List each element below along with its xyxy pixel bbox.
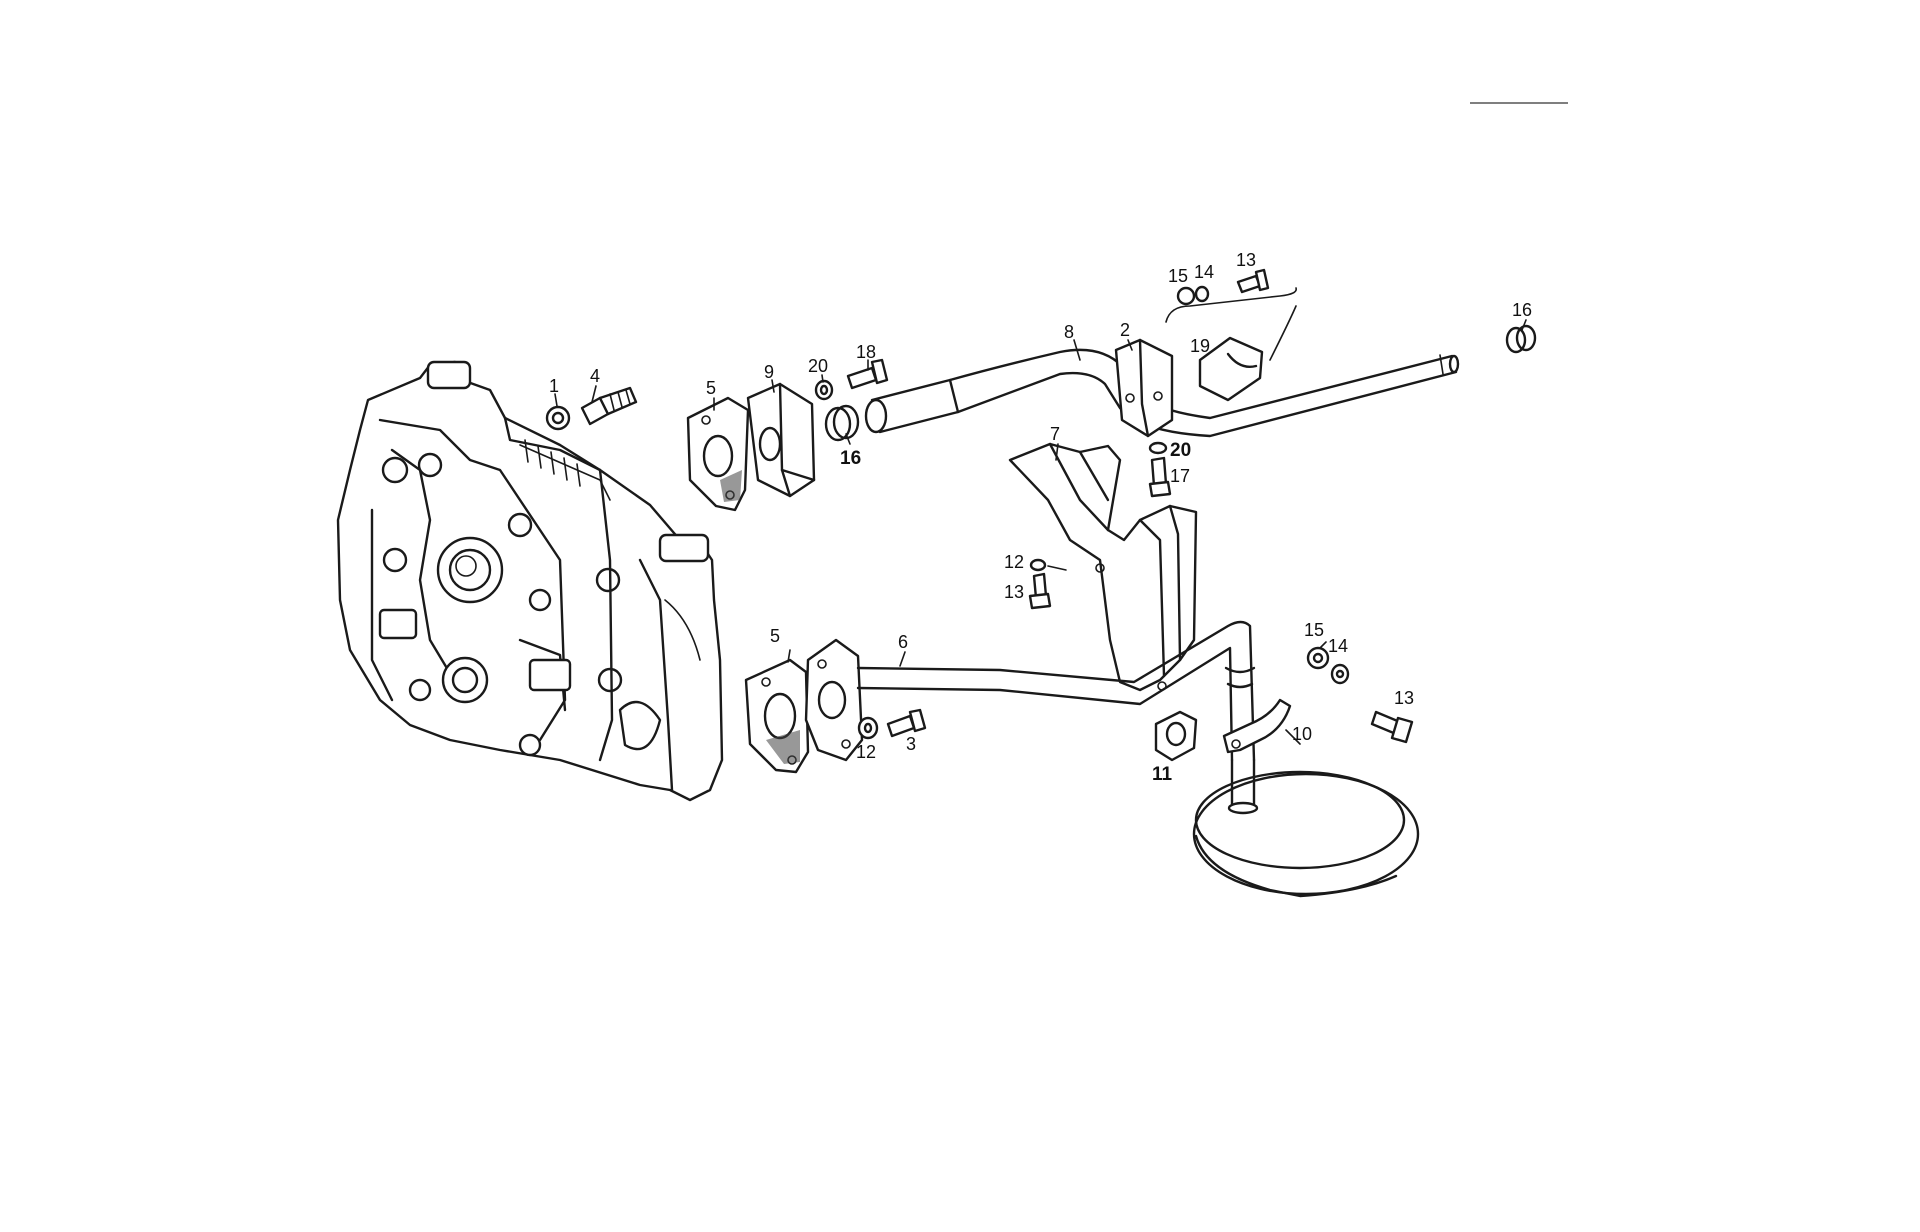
callout-6: 6 <box>898 632 908 652</box>
part-14-washer-upper <box>1194 285 1210 303</box>
callout-5-upper: 5 <box>706 378 716 398</box>
callout-16-right: 16 <box>1512 300 1532 320</box>
part-10-clamp <box>1222 698 1292 754</box>
callout-5-lower: 5 <box>770 626 780 646</box>
part-15-nut-lower <box>1306 646 1330 670</box>
part-6-lower-tube <box>804 620 1256 762</box>
part-18-bolt <box>846 358 889 390</box>
group-bracket-upper <box>1165 287 1297 361</box>
part-13-bolt-lower <box>1370 710 1414 744</box>
part-13-bolt-mid <box>1028 572 1052 610</box>
callout-10: 10 <box>1292 724 1312 744</box>
callout-12-lower: 12 <box>856 742 876 762</box>
callout-13-mid: 13 <box>1004 582 1024 602</box>
part-9-spacer <box>746 382 816 498</box>
leader-lines <box>554 319 1527 745</box>
part-11-grommet <box>1154 710 1198 762</box>
callout-4: 4 <box>590 366 600 386</box>
callout-15-upper: 15 <box>1168 266 1188 286</box>
callout-20-lower: 20 <box>1170 440 1191 461</box>
part-12-washer-mid <box>1029 558 1047 572</box>
part-20-washer-lower <box>1148 441 1168 455</box>
part-19-clamp <box>1198 336 1264 402</box>
callout-14-lower: 14 <box>1328 636 1348 656</box>
engine-block-drawing <box>336 360 724 802</box>
callout-11: 11 <box>1152 764 1173 785</box>
part-5-lower-gasket <box>744 658 810 774</box>
callout-1: 1 <box>549 376 559 396</box>
part-4-sender <box>580 386 638 426</box>
callout-19: 19 <box>1190 336 1210 356</box>
part-16-ring-right <box>1505 324 1537 354</box>
part-5-upper-gasket <box>686 396 750 512</box>
callout-15-lower: 15 <box>1304 620 1324 640</box>
callout-labels: 1 4 5 9 20 18 16 8 2 15 14 13 19 16 7 20… <box>549 250 1532 785</box>
part-17-bolt <box>1148 456 1172 498</box>
callout-13-lower: 13 <box>1394 688 1414 708</box>
callout-9: 9 <box>764 362 774 382</box>
part-13-bolt-upper <box>1236 268 1270 294</box>
callout-12-mid: 12 <box>1004 552 1024 572</box>
callout-18: 18 <box>856 342 876 362</box>
part-20-washer-upper <box>814 379 834 401</box>
callout-16-upper: 16 <box>840 448 861 469</box>
part-2-bracket <box>1114 338 1174 438</box>
callout-17: 17 <box>1170 466 1190 486</box>
part-16-ring-upper <box>824 404 860 442</box>
part-14-washer-lower <box>1330 663 1350 685</box>
callout-13-upper: 13 <box>1236 250 1256 270</box>
callout-8: 8 <box>1064 322 1074 342</box>
part-1-nut <box>545 405 571 431</box>
callout-14-upper: 14 <box>1194 262 1214 282</box>
part-7-support-bracket <box>1008 442 1198 692</box>
callout-20-upper: 20 <box>808 356 828 376</box>
part-12-washer-lower <box>857 716 879 740</box>
callout-3: 3 <box>906 734 916 754</box>
oil-strainer <box>1192 758 1420 898</box>
part-3-bolt <box>886 708 927 738</box>
callout-7: 7 <box>1050 424 1060 444</box>
callout-2: 2 <box>1120 320 1130 340</box>
part-15-nut-upper <box>1176 286 1196 306</box>
